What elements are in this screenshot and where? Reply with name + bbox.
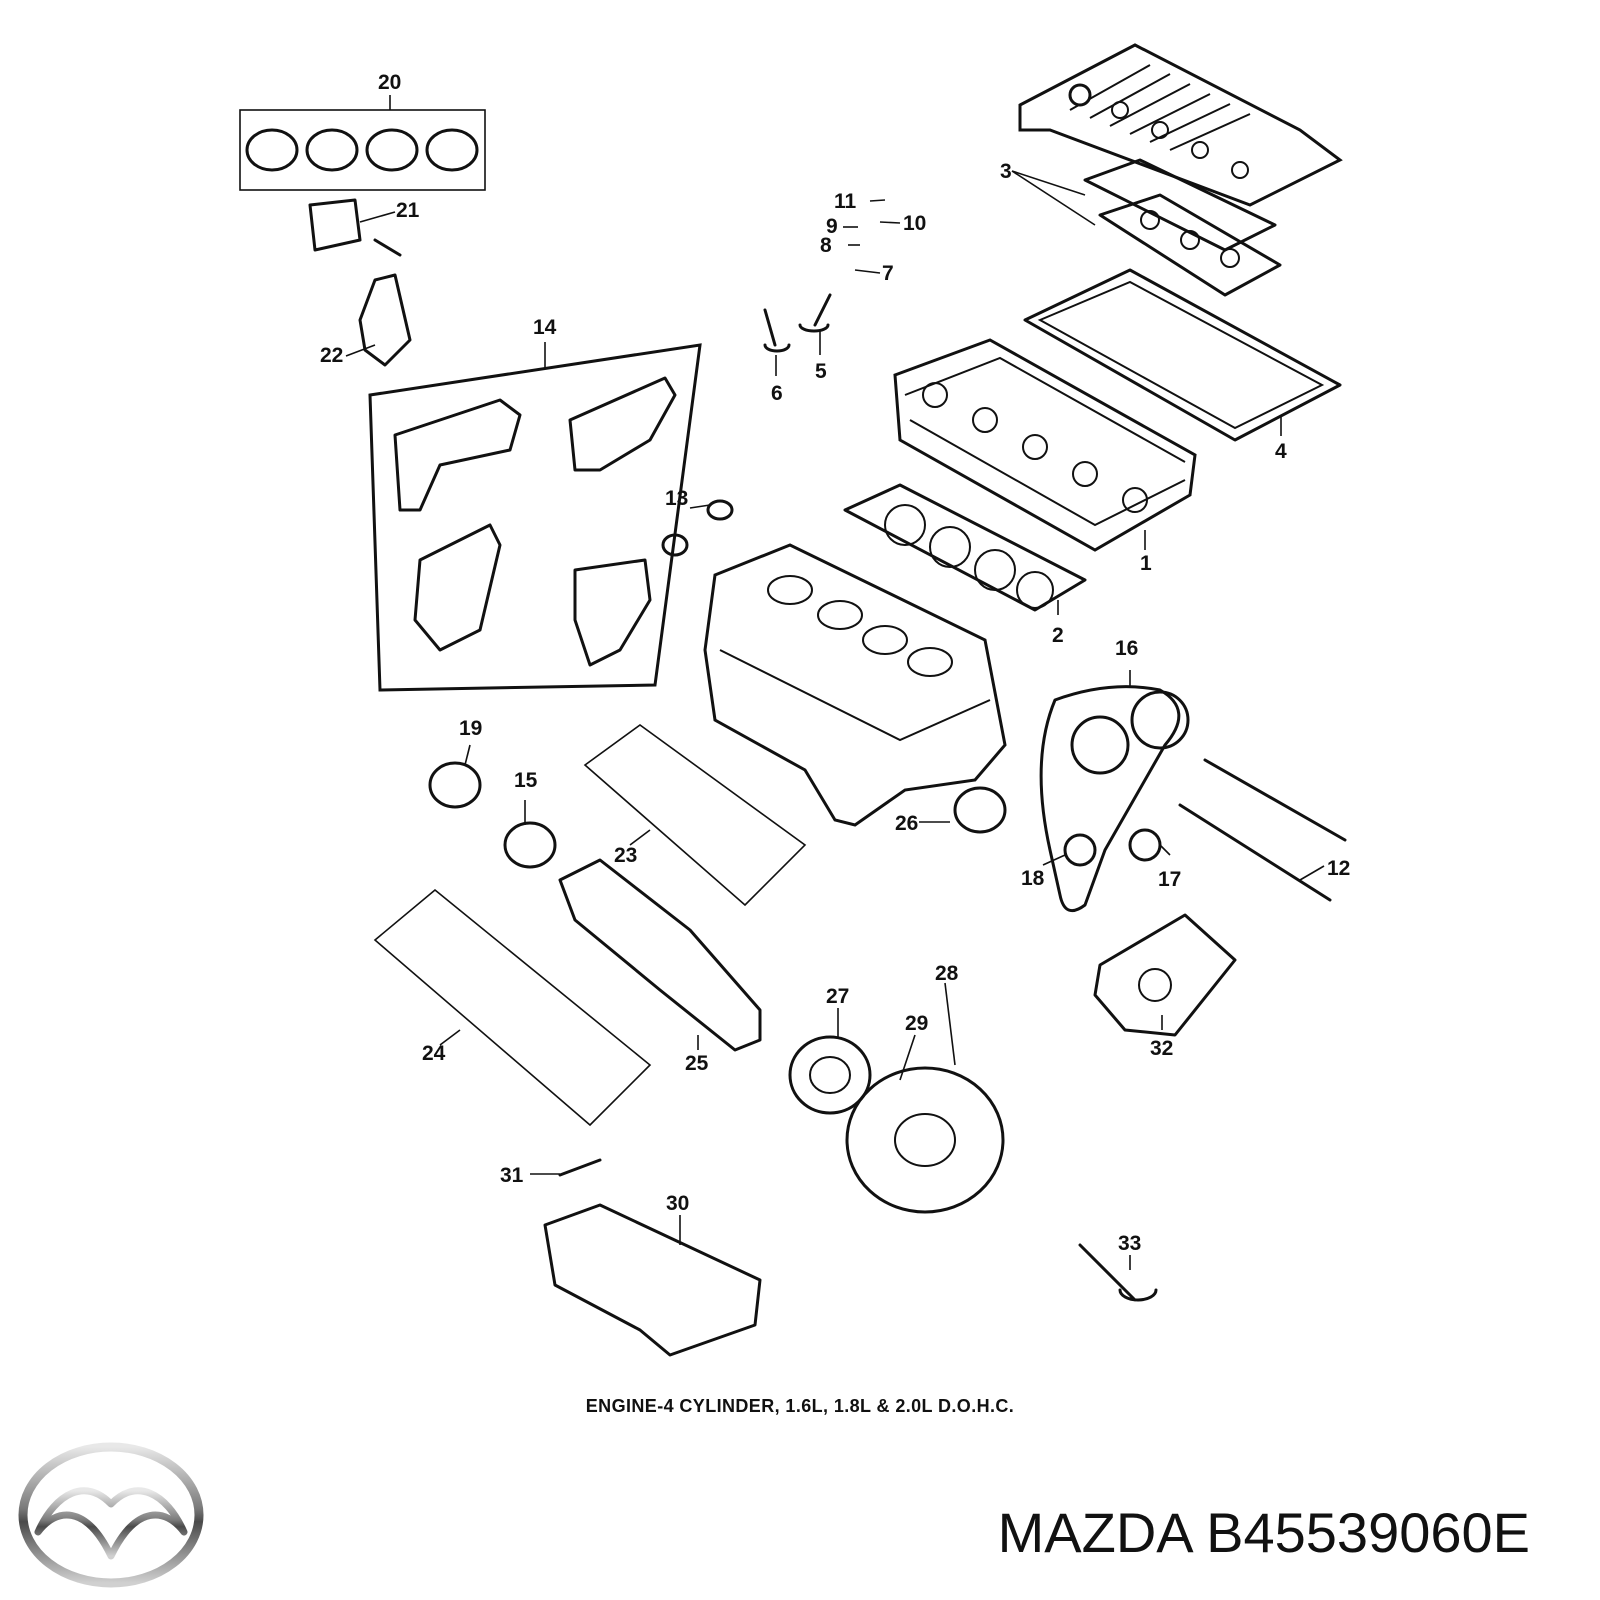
oil-strainer — [1078, 1243, 1158, 1302]
exhaust-valve — [798, 293, 832, 333]
exploded-engine-diagram: 1 2 3 4 5 6 7 8 9 10 11 12 13 14 15 16 1… — [239, 43, 1350, 1357]
callout-28: 28 — [935, 962, 959, 985]
valve-cover — [1018, 43, 1343, 207]
timing-covers-group — [368, 343, 702, 692]
callout-20: 20 — [378, 71, 401, 94]
callout-11: 11 — [834, 190, 857, 213]
callout-29: 29 — [905, 1012, 928, 1035]
callout-19: 19 — [459, 717, 482, 740]
callout-15: 15 — [514, 769, 538, 792]
part-number: B45539060E — [1206, 1501, 1530, 1564]
piston — [308, 198, 362, 252]
callout-18: 18 — [1021, 867, 1045, 890]
connecting-rod — [358, 273, 412, 367]
spark-plug-gaskets — [1083, 158, 1282, 297]
callout-6: 6 — [771, 382, 783, 405]
callout-5: 5 — [815, 360, 827, 383]
callout-10: 10 — [903, 212, 926, 235]
cylinder-block — [703, 543, 1007, 827]
head-gasket — [843, 483, 1087, 612]
camshaft-intake — [1203, 758, 1347, 842]
callout-1: 1 — [1140, 552, 1152, 575]
part-label: MAZDA B45539060E — [998, 1500, 1530, 1565]
oil-pump — [1093, 913, 1237, 1037]
callout-32: 32 — [1150, 1037, 1173, 1060]
callout-9: 9 — [826, 215, 838, 238]
callout-17: 17 — [1158, 868, 1181, 891]
camshaft-exhaust — [1178, 803, 1332, 902]
mazda-logo-icon — [18, 1442, 204, 1588]
brand-name: MAZDA — [997, 1501, 1191, 1564]
main-bearings-set — [583, 724, 807, 907]
leader-lines — [345, 95, 1325, 1270]
crankshaft — [558, 858, 762, 1052]
callout-16: 16 — [1115, 637, 1138, 660]
diagram-caption: ENGINE-4 CYLINDER, 1.6L, 1.8L & 2.0L D.O… — [585, 1396, 1015, 1416]
callout-13: 13 — [665, 487, 688, 510]
head-cover-gasket — [1023, 268, 1342, 442]
piston-rings-set — [239, 109, 486, 191]
callout-24: 24 — [422, 1042, 446, 1065]
callout-3: 3 — [1000, 160, 1012, 183]
callout-12: 12 — [1327, 857, 1350, 880]
callout-14: 14 — [533, 316, 557, 339]
callout-21: 21 — [396, 199, 420, 222]
callout-2: 2 — [1052, 624, 1064, 647]
callout-33: 33 — [1118, 1232, 1141, 1255]
callout-23: 23 — [614, 844, 637, 867]
callout-4: 4 — [1275, 440, 1287, 463]
oil-pan — [543, 1203, 762, 1357]
callout-27: 27 — [826, 985, 849, 1008]
callout-22: 22 — [320, 344, 343, 367]
intake-valve — [763, 308, 791, 353]
callout-labels: 1 2 3 4 5 6 7 8 9 10 11 12 13 14 15 16 1… — [320, 71, 1350, 1255]
callout-31: 31 — [500, 1164, 524, 1187]
callout-25: 25 — [685, 1052, 709, 1075]
rod-bearings-set — [373, 888, 652, 1127]
callout-8: 8 — [820, 234, 832, 257]
callout-30: 30 — [666, 1192, 689, 1215]
cylinder-head — [893, 338, 1197, 552]
callout-7: 7 — [882, 262, 894, 285]
callout-26: 26 — [895, 812, 918, 835]
